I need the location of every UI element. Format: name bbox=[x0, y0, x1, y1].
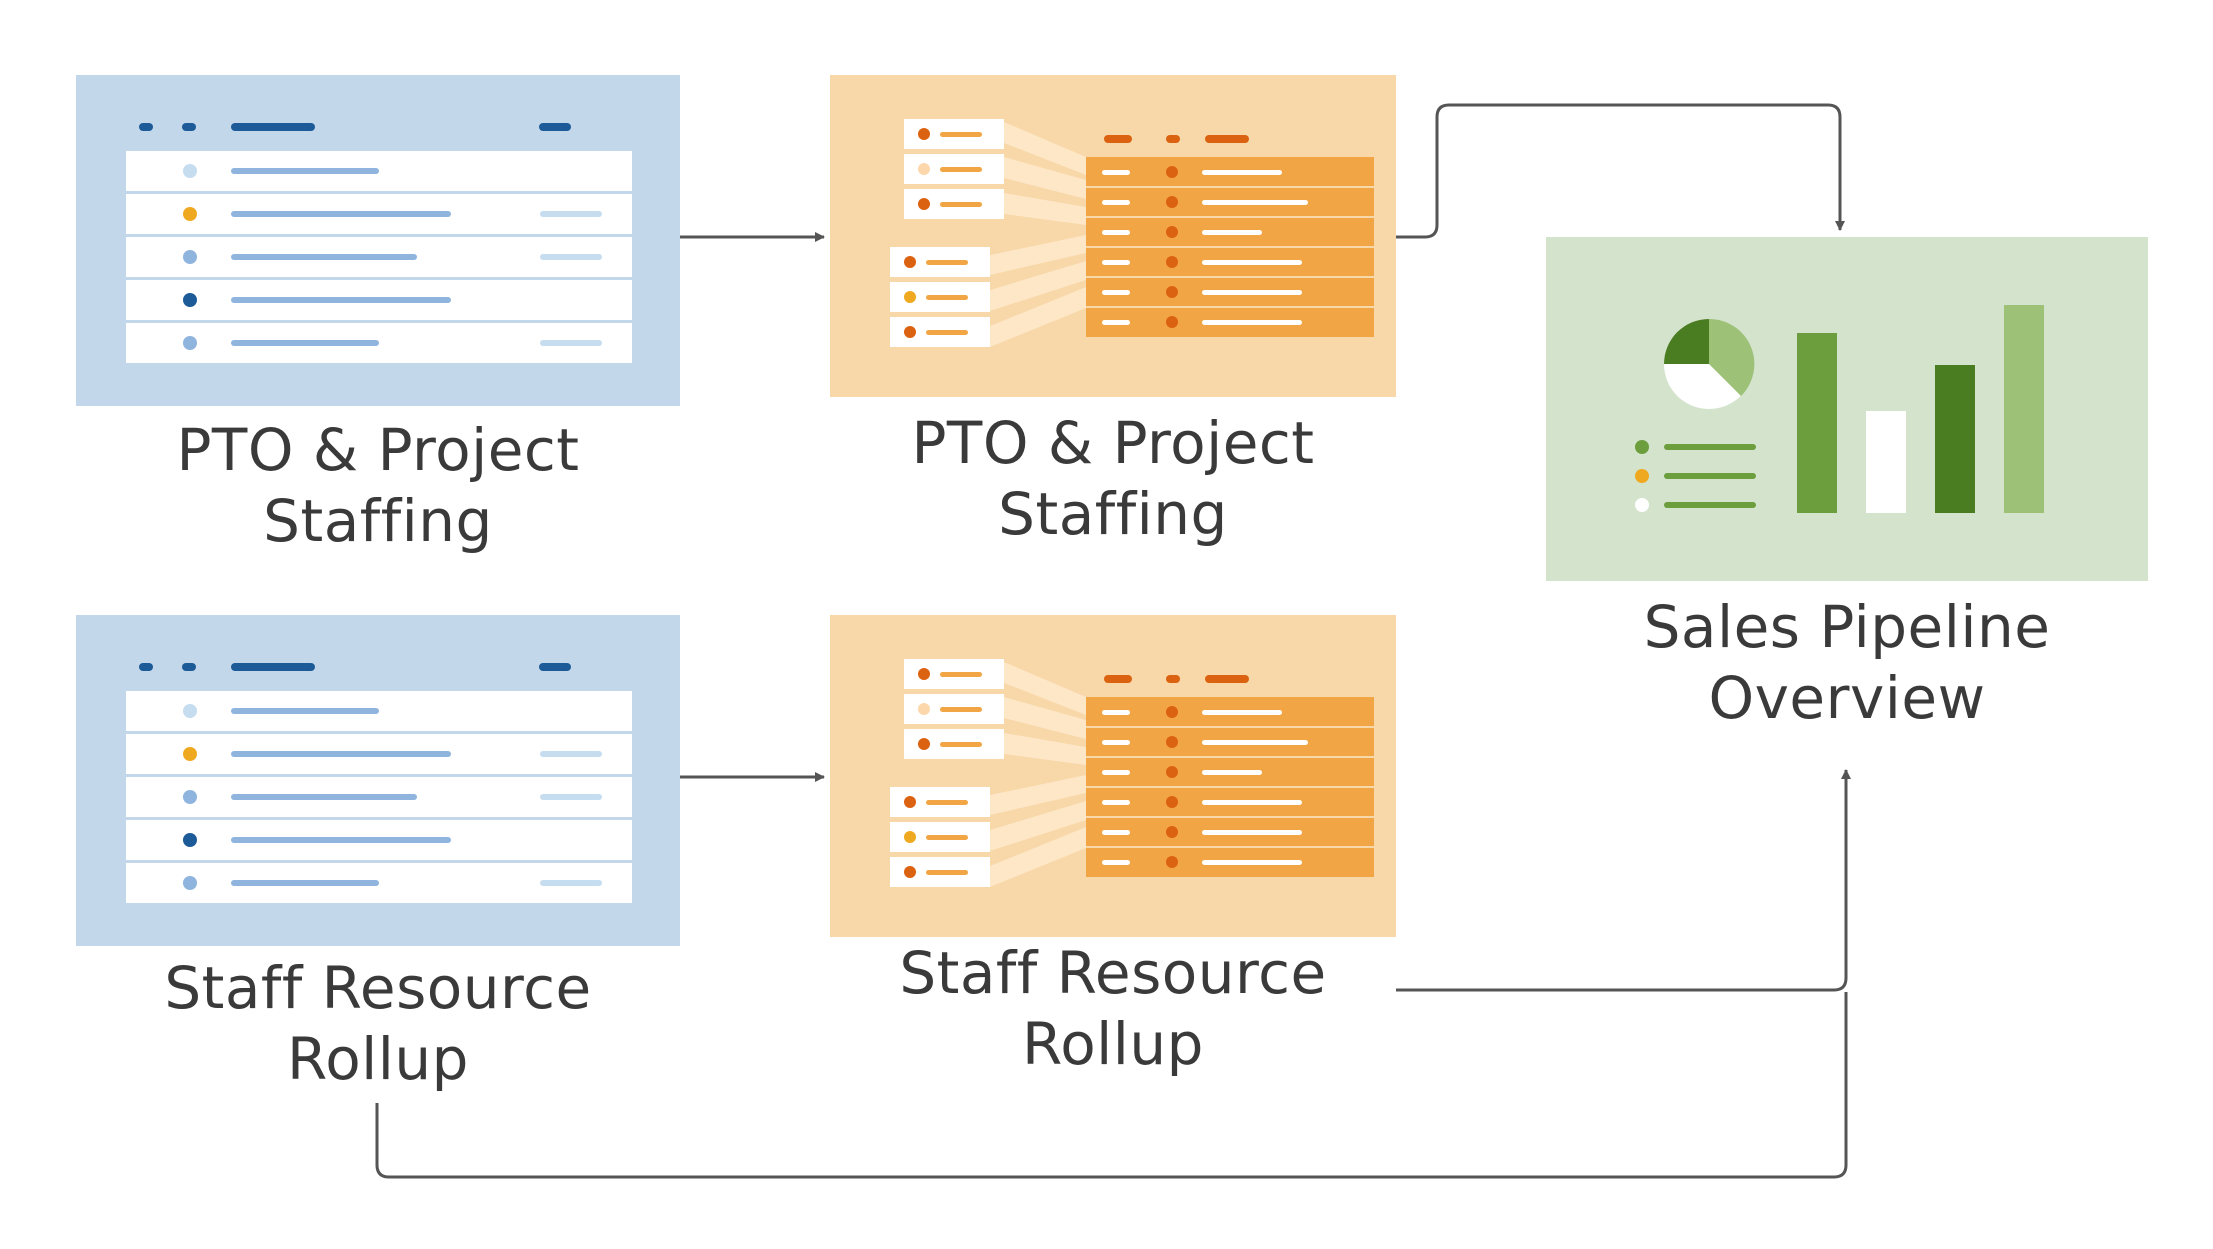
node-label-source-staff: Staff Resource Rollup bbox=[78, 953, 678, 1095]
edge-report-staff-to-dashboard bbox=[1396, 769, 1851, 992]
label-line: Overview bbox=[1708, 664, 1986, 732]
report-icon bbox=[830, 615, 1396, 937]
label-line: PTO & Project bbox=[176, 416, 580, 484]
node-label-dashboard: Sales Pipeline Overview bbox=[1547, 592, 2147, 734]
legend-icon bbox=[1635, 440, 1756, 512]
node-label-report-staff: Staff Resource Rollup bbox=[813, 938, 1413, 1080]
label-line: Staff Resource bbox=[164, 954, 592, 1022]
label-line: Staffing bbox=[998, 480, 1228, 548]
label-line: Staffing bbox=[263, 487, 493, 555]
label-line: Sales Pipeline bbox=[1643, 593, 2051, 661]
pie-chart-icon bbox=[1664, 318, 1755, 409]
edge-source-staff-to-dashboard bbox=[375, 992, 1848, 1179]
dashboard-icon bbox=[1546, 237, 2148, 581]
node-label-source-pto: PTO & Project Staffing bbox=[78, 415, 678, 557]
label-line: Rollup bbox=[1022, 1010, 1204, 1078]
edge-report-pto-to-dashboard bbox=[1396, 103, 1845, 239]
report-icon bbox=[830, 75, 1396, 397]
bar-chart-icon bbox=[1797, 305, 2044, 513]
label-line: PTO & Project bbox=[911, 409, 1315, 477]
sheet-icon bbox=[76, 75, 680, 406]
node-label-report-pto: PTO & Project Staffing bbox=[813, 408, 1413, 550]
label-line: Staff Resource bbox=[899, 939, 1327, 1007]
sheet-icon bbox=[76, 615, 680, 946]
label-line: Rollup bbox=[287, 1025, 469, 1093]
